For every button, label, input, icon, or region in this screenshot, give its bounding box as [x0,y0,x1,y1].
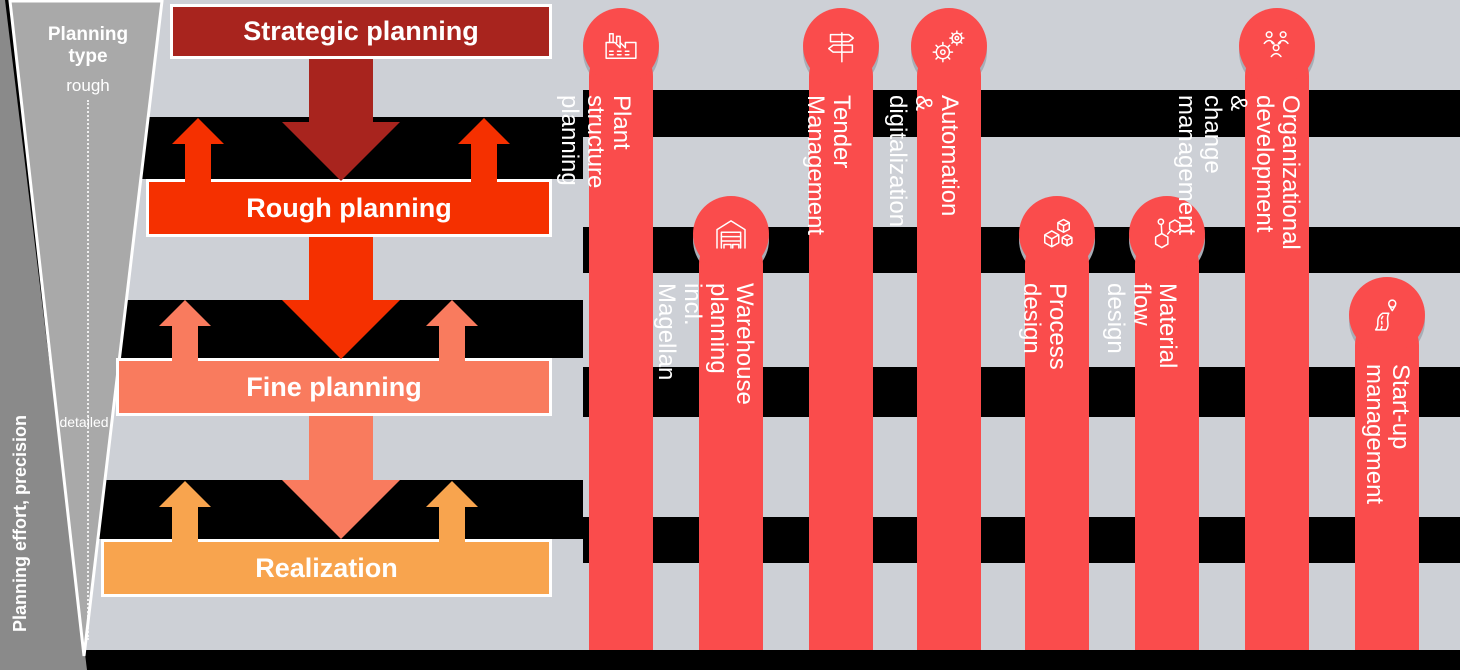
up-arrow-stem [439,507,465,543]
rough-planning-bar: Rough planning [146,179,552,237]
column-pill [589,46,653,650]
column-pill [809,46,873,650]
service-column-warehouse: Warehouse planning incl. Magellan [653,196,769,650]
column-icon-circle [693,196,769,272]
down-arrow-fine-head [282,480,400,539]
road-pin-icon [1374,299,1397,331]
up-arrow-stem [471,144,497,184]
fine-planning-label: Fine planning [246,371,422,402]
column-icon-circle [803,8,879,84]
service-column-org-development: Organizational development & change mana… [1173,8,1315,650]
down-arrow-rough-to-fine [309,237,373,300]
up-arrow-head [426,481,478,507]
up-arrow-head [458,118,510,144]
service-column-material-flow: Material flow design [1102,196,1205,650]
up-arrow-head [172,118,224,144]
column-pill [1025,234,1089,650]
warehouse-icon [716,220,746,249]
funnel-rough-label: rough [66,76,110,95]
column-label: Organizational development & change mana… [1173,95,1304,250]
up-arrow-head [159,300,211,326]
service-column-tender: Tender Management [802,8,879,650]
service-column-process-design: Process design [1018,196,1095,650]
funnel-title: Planning type [47,24,129,67]
effort-axis-label: Planning effort, precision [10,414,30,632]
org-people-icon [1263,31,1289,58]
up-arrow-head [426,300,478,326]
column-pill [1245,46,1309,650]
molecule-icon [1154,218,1181,249]
planning-funnel [0,0,164,670]
column-icon-circle [1019,196,1095,272]
column-icon-circle [1129,196,1205,272]
factory-icon [605,33,637,59]
up-arrow-stem [439,326,465,362]
column-pill [699,234,763,650]
column-pill [917,46,981,650]
service-column-plant-structure: Plant structure planning [556,8,659,650]
signpost-icon [828,32,854,63]
strategic-planning-label: Strategic planning [243,16,479,46]
background-stripe [583,0,1460,90]
funnel-dotted-line [87,100,89,640]
up-arrow-stem [172,326,198,362]
column-label: Automation & digitalization [884,95,963,228]
column-label: Start-up management [1361,364,1414,505]
column-icon-circle [911,8,987,84]
gears-icon [932,30,965,63]
column-pill [1135,234,1199,650]
column-icon-circle [583,8,659,84]
realization-label: Realization [255,552,398,583]
rough-planning-label: Rough planning [246,192,452,223]
strategic-planning-bar: Strategic planning [170,4,552,59]
down-arrow-strategic-head [282,122,400,181]
down-arrow-strategic-to-rough [309,59,373,122]
column-pill [1355,315,1419,650]
fine-planning-bar: Fine planning [116,358,552,416]
funnel-detailed-label: detailed [59,414,109,430]
service-column-startup: Start-up management [1349,277,1425,650]
service-column-automation: Automation & digitalization [884,8,987,650]
funnel-triangle [8,0,164,657]
cubes-icon [1044,218,1073,248]
column-label: Plant structure planning [556,95,635,189]
column-icon-circle [1349,277,1425,353]
up-arrow-stem [185,144,211,184]
up-arrow-stem [172,507,198,543]
down-arrow-rough-head [282,300,400,359]
down-arrow-fine-to-realization [309,416,373,480]
column-icon-circle [1239,8,1315,84]
up-arrow-head [159,481,211,507]
realization-bar: Realization [101,539,552,597]
